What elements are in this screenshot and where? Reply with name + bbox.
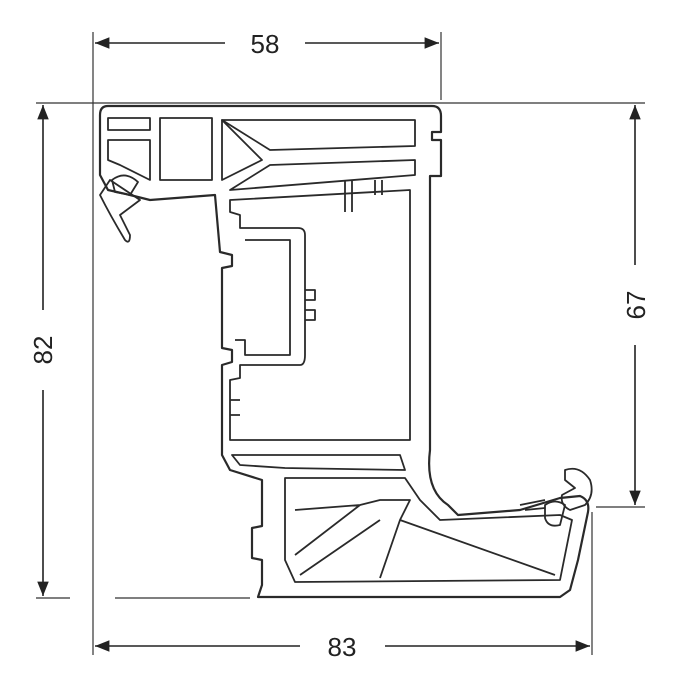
dimension-label-left: 82 [28,336,58,365]
dimension-top: 58 [95,29,439,59]
extension-lines [36,32,645,655]
frame-profile [98,104,593,599]
dimension-right: 67 [621,105,651,505]
dimension-bottom: 83 [95,632,590,662]
dimension-label-right: 67 [621,291,651,320]
dimension-label-top: 58 [251,29,280,59]
dimension-label-bottom: 83 [328,632,357,662]
dimension-left: 82 [28,105,58,596]
